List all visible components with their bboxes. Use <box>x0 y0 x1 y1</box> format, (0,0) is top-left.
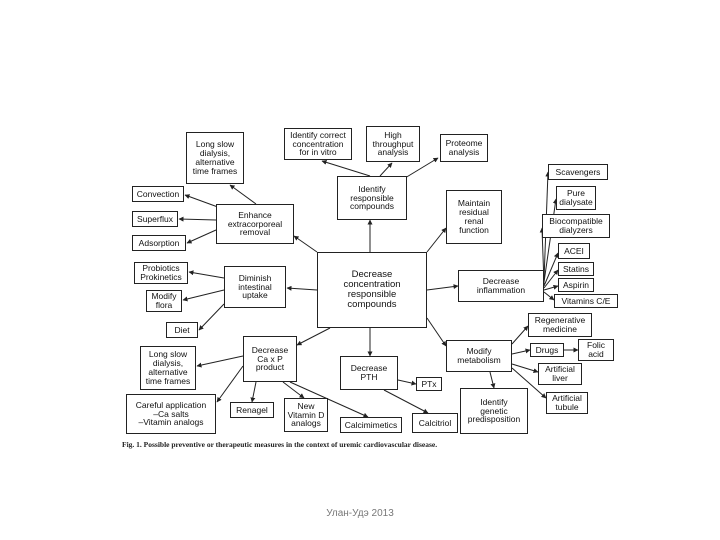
arrow-edge-20 <box>543 284 559 291</box>
node-decrease-concentration: Decrease concentration responsible compo… <box>317 252 427 328</box>
node-statins: Statins <box>558 262 594 276</box>
arrow-edge-32 <box>250 381 257 403</box>
node-diet: Diet <box>166 322 198 338</box>
node-decrease-inflammation: Decrease inflammation <box>458 270 544 302</box>
node-artificial-tubule: Artificial tubule <box>546 392 588 414</box>
arrow-edge-11 <box>188 270 225 279</box>
arrow-edge-4 <box>426 227 447 253</box>
arrow-edge-2 <box>379 162 393 177</box>
node-adsorption: Adsorption <box>132 235 186 251</box>
arrow-edge-34 <box>289 381 369 418</box>
node-pure-dialysate: Pure dialysate <box>556 186 596 210</box>
node-high-throughput-analysis: High throughput analysis <box>366 126 420 162</box>
arrow-edge-33 <box>282 381 305 399</box>
arrow-edge-31 <box>216 365 244 403</box>
node-identify-correct-concentration: Identify correct concentration for in vi… <box>284 128 352 160</box>
arrow-edge-19 <box>543 269 559 289</box>
arrow-edge-18 <box>543 252 559 287</box>
node-careful-application: Careful application –Ca salts –Vitamin a… <box>126 394 216 434</box>
arrow-edge-13 <box>198 303 225 331</box>
node-proteome-analysis: Proteome analysis <box>440 134 488 162</box>
arrow-edge-16 <box>543 198 558 283</box>
node-scavengers: Scavengers <box>548 164 608 180</box>
arrow-edge-8 <box>178 216 217 222</box>
node-identify-genetic-predisposition: Identify genetic predisposition <box>460 388 528 434</box>
arrow-edge-24 <box>511 348 531 355</box>
node-enhance-extracorporeal-removal: Enhance extracorporeal removal <box>216 204 294 244</box>
figure-caption: Fig. 1. Possible preventive or therapeut… <box>122 440 438 449</box>
arrow-edge-9 <box>186 229 217 244</box>
node-calcimimetics: Calcimimetics <box>340 417 402 433</box>
arrow-edge-10 <box>286 285 318 291</box>
arrow-edge-1 <box>321 159 371 177</box>
node-superflux: Superflux <box>132 211 178 227</box>
node-calcitriol: Calcitriol <box>412 413 458 433</box>
arrow-edge-37 <box>383 389 429 414</box>
node-long-slow-dialysis-bottom: Long slow dialysis, alternative time fra… <box>140 346 196 390</box>
arrow-edge-23 <box>511 325 529 345</box>
node-drugs: Drugs <box>530 343 564 357</box>
arrow-edge-28 <box>489 371 496 389</box>
arrow-edge-36 <box>397 379 417 386</box>
node-decrease-pth: Decrease PTH <box>340 356 398 390</box>
arrow-edge-26 <box>511 363 539 374</box>
node-acei: ACEI <box>558 243 590 259</box>
node-folic-acid: Folic acid <box>578 339 614 361</box>
node-renagel: Renagel <box>230 402 274 418</box>
node-vitamins-ce: Vitamins C/E <box>554 294 618 308</box>
arrow-edge-3 <box>404 157 439 179</box>
arrow-edge-29 <box>296 327 331 346</box>
node-modify-metabolism: Modify metabolism <box>446 340 512 372</box>
node-probiotics-prokinetics: Probiotics Prokinetics <box>134 262 188 284</box>
arrow-edge-12 <box>182 289 225 302</box>
node-aspirin: Aspirin <box>558 278 594 292</box>
node-ptx: PTx <box>416 377 442 391</box>
node-biocompatible-dialyzers: Biocompatible dialyzers <box>542 214 610 238</box>
arrow-edge-6 <box>229 184 257 205</box>
slide-footer: Улан-Удэ 2013 <box>326 508 394 519</box>
arrow-edge-22 <box>426 317 447 347</box>
node-convection: Convection <box>132 186 184 202</box>
node-regenerative-medicine: Regenerative medicine <box>528 313 592 337</box>
node-artificial-liver: Artificial liver <box>538 363 582 385</box>
node-maintain-residual-renal-function: Maintain residual renal function <box>446 190 502 244</box>
node-modify-flora: Modify flora <box>146 290 182 312</box>
node-diminish-intestinal-uptake: Diminish intestinal uptake <box>224 266 286 308</box>
arrow-edge-5 <box>293 235 318 253</box>
arrow-edge-14 <box>426 284 459 291</box>
arrow-edge-27 <box>511 367 547 399</box>
node-decrease-caxp-product: Decrease Ca x P product <box>243 336 297 382</box>
node-long-slow-dialysis-top: Long slow dialysis, alternative time fra… <box>186 132 244 184</box>
node-new-vitamin-d-analogs: New Vitamin D analogs <box>284 398 328 432</box>
node-identify-responsible-compounds: Identify responsible compounds <box>337 176 407 220</box>
arrow-edge-21 <box>543 291 555 301</box>
arrow-edge-30 <box>196 355 244 368</box>
